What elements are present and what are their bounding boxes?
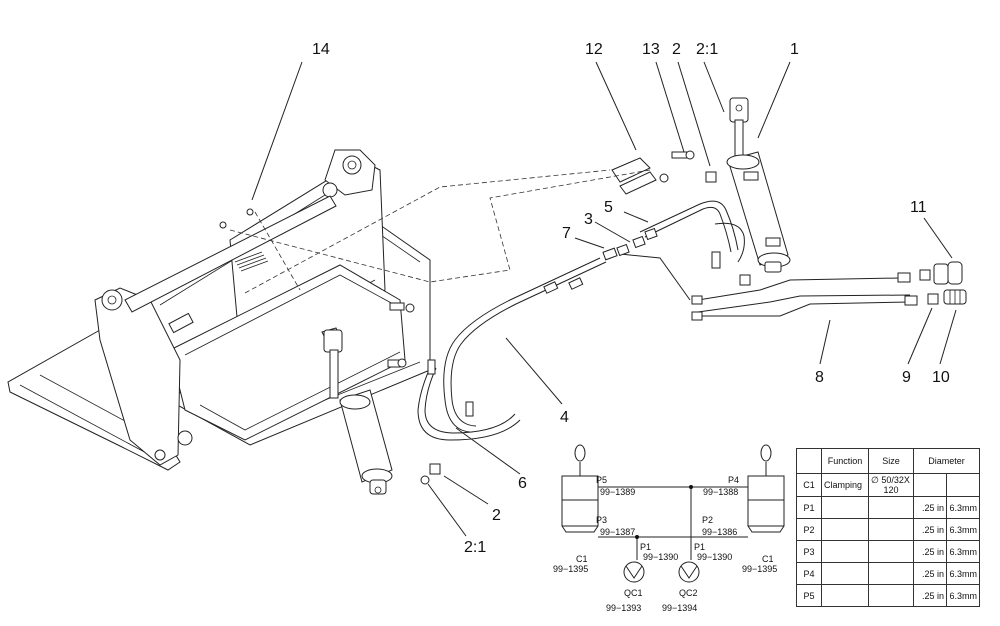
hose-clamp-part <box>611 150 695 195</box>
cell-diameter-mm: 6.3mm <box>946 584 980 607</box>
table-row: P2 .25 in 6.3mm <box>796 518 980 541</box>
cell-size <box>868 562 914 585</box>
cell-size <box>868 540 914 563</box>
cell-function <box>821 562 869 585</box>
cell-size <box>868 584 914 607</box>
table-row: P3 .25 in 6.3mm <box>796 540 980 563</box>
label-qc1-part: 99−1393 <box>606 603 641 613</box>
header-size: Size <box>868 448 914 474</box>
table-header-row: Function Size Diameter <box>796 448 980 474</box>
cell-diameter-in: .25 in <box>913 496 947 519</box>
label-p3-part: 99−1387 <box>600 527 635 537</box>
cell-diameter-in: .25 in <box>913 540 947 563</box>
label-p1-right-part: 99−1390 <box>697 552 732 562</box>
cell-id: P2 <box>796 518 822 541</box>
label-p4: P4 <box>728 475 739 485</box>
right-cylinder <box>726 97 791 273</box>
callout-3: 3 <box>584 211 593 228</box>
label-p5: P5 <box>596 475 607 485</box>
quick-couplers <box>919 261 967 305</box>
callout-13: 13 <box>642 41 660 58</box>
cell-id: C1 <box>796 473 822 497</box>
callout-7: 7 <box>562 225 571 242</box>
label-p3: P3 <box>596 515 607 525</box>
leader-lines <box>251 61 957 537</box>
cell-function <box>821 540 869 563</box>
callout-labels: 14 12 13 2 2:1 1 11 5 3 7 8 9 10 4 6 2 2… <box>312 41 950 556</box>
label-p2: P2 <box>702 515 713 525</box>
header-function: Function <box>821 448 869 474</box>
label-c1-right-part: 99−1395 <box>742 564 777 574</box>
hidden-connection-lines <box>229 169 651 294</box>
callout-12: 12 <box>585 41 603 58</box>
callout-1: 1 <box>790 41 799 58</box>
bucket-assembly <box>7 149 431 471</box>
callout-2-1-top: 2:1 <box>696 41 718 58</box>
cell-id: P3 <box>796 540 822 563</box>
left-cylinder <box>321 327 393 495</box>
cell-function <box>821 518 869 541</box>
cell-diameter-mm: 6.3mm <box>946 518 980 541</box>
callout-2-bottom: 2 <box>492 507 501 524</box>
label-p1-right: P1 <box>694 542 705 552</box>
label-c1-left-part: 99−1395 <box>553 564 588 574</box>
label-p1-left-part: 99−1390 <box>643 552 678 562</box>
table-row: P4 .25 in 6.3mm <box>796 562 980 585</box>
cell-diameter-in <box>913 473 947 497</box>
callout-14: 14 <box>312 41 330 58</box>
cell-diameter-mm <box>946 473 980 497</box>
callout-2-top: 2 <box>672 41 681 58</box>
spec-table: Function Size Diameter C1 Clamping ∅ 50/… <box>796 448 980 607</box>
callout-4: 4 <box>560 409 569 426</box>
label-p4-part: 99−1388 <box>703 487 738 497</box>
cell-diameter-in: .25 in <box>913 584 947 607</box>
cell-size-line1: ∅ 50/32X <box>871 475 910 485</box>
cell-size <box>868 496 914 519</box>
callout-8: 8 <box>815 369 824 386</box>
table-row: P5 .25 in 6.3mm <box>796 584 980 607</box>
callout-10: 10 <box>932 369 950 386</box>
callout-2-1-bottom: 2:1 <box>464 539 486 556</box>
label-p1-left: P1 <box>640 542 651 552</box>
cell-id: P1 <box>796 496 822 519</box>
callout-5: 5 <box>604 199 613 216</box>
cell-function: Clamping <box>821 473 869 497</box>
label-p5-part: 99−1389 <box>600 487 635 497</box>
label-c1-left: C1 <box>576 554 588 564</box>
cell-size-line2: 120 <box>883 485 899 495</box>
header-id <box>796 448 822 474</box>
cell-diameter-mm: 6.3mm <box>946 496 980 519</box>
cell-diameter-in: .25 in <box>913 518 947 541</box>
label-qc1: QC1 <box>624 588 643 598</box>
callout-9: 9 <box>902 369 911 386</box>
cell-size: ∅ 50/32X 120 <box>868 473 914 497</box>
cell-id: P4 <box>796 562 822 585</box>
header-diameter: Diameter <box>913 448 980 474</box>
cell-diameter-mm: 6.3mm <box>946 540 980 563</box>
cell-size <box>868 518 914 541</box>
label-qc2: QC2 <box>679 588 698 598</box>
hydraulic-schematic: P5 99−1389 P4 99−1388 P3 99−1387 P2 99−1… <box>553 444 785 613</box>
cell-function <box>821 584 869 607</box>
table-row: P1 .25 in 6.3mm <box>796 496 980 519</box>
label-qc2-part: 99−1394 <box>662 603 697 613</box>
callout-6: 6 <box>518 475 527 492</box>
cell-diameter-in: .25 in <box>913 562 947 585</box>
cell-diameter-mm: 6.3mm <box>946 562 980 585</box>
label-p2-part: 99−1386 <box>702 527 737 537</box>
hose-assemblies <box>417 171 918 485</box>
label-c1-right: C1 <box>762 554 774 564</box>
cell-function <box>821 496 869 519</box>
table-row: C1 Clamping ∅ 50/32X 120 <box>796 473 980 497</box>
cell-id: P5 <box>796 584 822 607</box>
callout-11: 11 <box>910 199 927 216</box>
